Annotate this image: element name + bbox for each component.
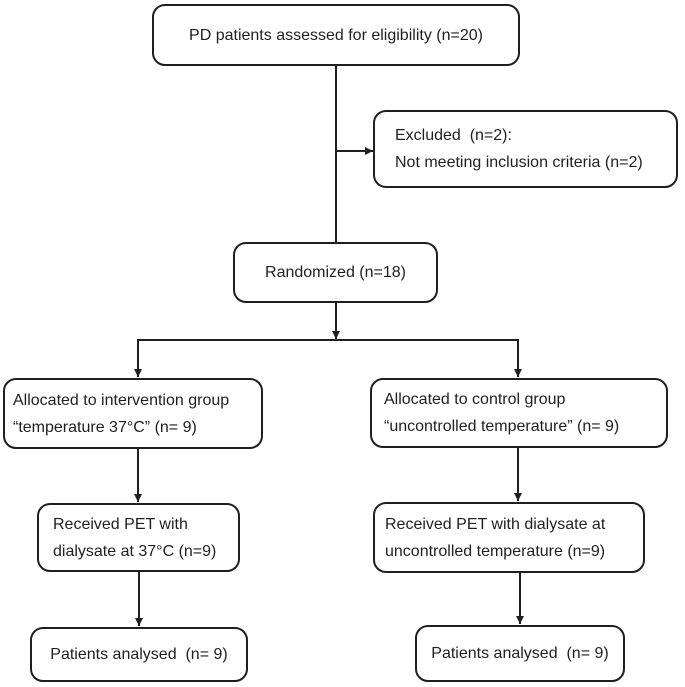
box-allocated-intervention-text-line2: “temperature 37°C” (n= 9): [13, 418, 197, 436]
box-pet-control-text-line2: uncontrolled temperature (n=9): [385, 542, 606, 560]
box-pet-intervention-text-line1: Received PET with: [53, 515, 188, 533]
box-randomized: Randomized (n=18): [233, 242, 438, 303]
box-allocated-control-text-line1: Allocated to control group: [384, 391, 566, 408]
box-analysed-control: Patients analysed (n= 9): [415, 625, 625, 682]
box-analysed-intervention-text: Patients analysed (n= 9): [50, 646, 228, 663]
box-eligibility-text: PD patients assessed for eligibility (n=…: [189, 26, 483, 44]
box-allocated-intervention: Allocated to intervention group “tempera…: [3, 378, 263, 449]
box-excluded-text-line2: Not meeting inclusion criteria (n=2): [395, 154, 643, 171]
box-excluded-text-line1: Excluded (n=2):: [395, 127, 512, 144]
box-excluded: Excluded (n=2): Not meeting inclusion cr…: [373, 110, 678, 188]
box-analysed-intervention: Patients analysed (n= 9): [30, 627, 248, 682]
box-pet-intervention: Received PET with dialysate at 37°C (n=9…: [37, 503, 240, 572]
box-allocated-control-text-line2: “uncontrolled temperature” (n= 9): [384, 418, 620, 435]
box-pet-control: Received PET with dialysate at uncontrol…: [373, 502, 645, 573]
box-pet-intervention-text-line2: dialysate at 37°C (n=9): [53, 542, 217, 560]
box-allocated-control: Allocated to control group “uncontrolled…: [370, 378, 668, 448]
box-randomized-text: Randomized (n=18): [265, 264, 406, 281]
box-analysed-control-text: Patients analysed (n= 9): [431, 645, 609, 662]
box-pet-control-text-line1: Received PET with dialysate at: [385, 515, 606, 533]
box-allocated-intervention-text-line1: Allocated to intervention group: [13, 391, 230, 409]
box-eligibility: PD patients assessed for eligibility (n=…: [152, 4, 520, 66]
